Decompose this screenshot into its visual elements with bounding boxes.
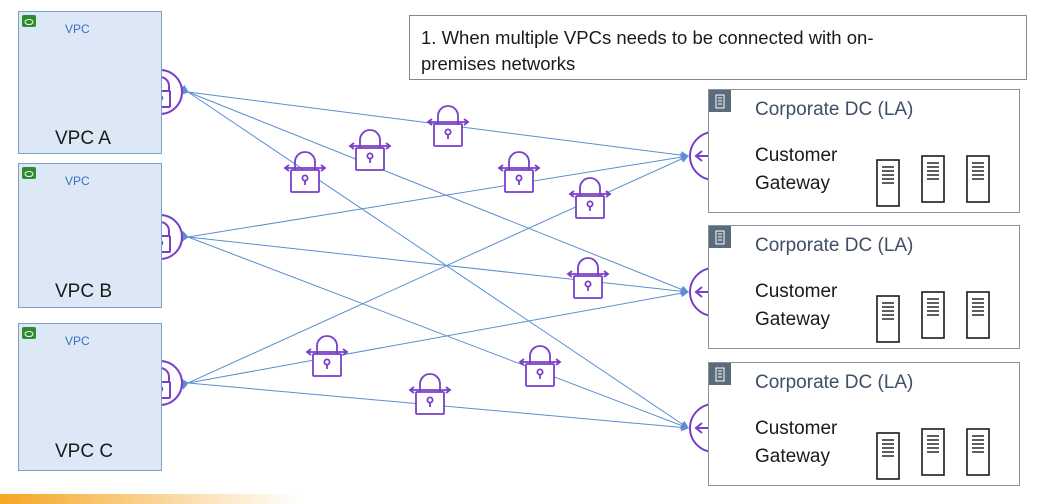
vpc-tag: VPC (65, 174, 90, 188)
vpc-name: VPC B (55, 281, 113, 302)
vpc-a-box: VPC VPC A (18, 11, 162, 154)
vpn-connection-icon (568, 177, 612, 219)
dc-title: Corporate DC (LA) (755, 235, 914, 256)
building-icon (709, 363, 731, 385)
customer-gateway-label: Customer Gateway (755, 278, 837, 334)
cloud-icon (22, 167, 36, 179)
dc-title: Corporate DC (LA) (755, 99, 914, 120)
callout-line-2: premises networks (421, 53, 576, 74)
customer-gateway-label: Customer Gateway (755, 142, 837, 198)
vpn-connection-icon (426, 105, 470, 147)
vpn-connection-icon (497, 151, 541, 193)
customer-gateway-label: Customer Gateway (755, 415, 837, 471)
vpn-connection-icon (518, 345, 562, 387)
gateway-label-line-2: Gateway (755, 309, 830, 330)
cloud-icon (22, 15, 36, 27)
connection-line (179, 155, 689, 390)
vpc-name: VPC A (55, 128, 111, 149)
gateway-label-line-1: Customer (755, 145, 838, 166)
server-icons (876, 291, 990, 343)
gateway-label-line-1: Customer (755, 281, 838, 302)
vpc-tag: VPC (65, 334, 90, 348)
corporate-dc-box: Corporate DC (LA) Customer Gateway (708, 89, 1020, 213)
vpn-connection-icon (283, 151, 327, 193)
vpc-tag: VPC (65, 22, 90, 36)
connection-line (180, 289, 689, 389)
server-icons (876, 155, 990, 207)
callout-note: 1. When multiple VPCs needs to be connec… (409, 15, 1027, 80)
building-icon (709, 226, 731, 248)
gateway-label-line-1: Customer (755, 418, 838, 439)
vpc-name: VPC C (55, 441, 114, 462)
vpn-connection-icon (566, 257, 610, 299)
vpc-b-box: VPC VPC B (18, 163, 162, 308)
gateway-label-line-2: Gateway (755, 446, 830, 467)
cloud-icon (22, 327, 36, 339)
footer-accent-bar (0, 494, 300, 504)
vpn-connection-icon (305, 335, 349, 377)
vpn-connection-icon (408, 373, 452, 415)
dc-title: Corporate DC (LA) (755, 372, 914, 393)
gateway-label-line-2: Gateway (755, 173, 830, 194)
vpn-connection-icon (348, 129, 392, 171)
building-icon (709, 90, 731, 112)
connection-line (180, 153, 689, 243)
server-icons (876, 428, 990, 480)
vpc-c-box: VPC VPC C (18, 323, 162, 471)
corporate-dc-box: Corporate DC (LA) Customer Gateway (708, 362, 1020, 486)
callout-line-1: 1. When multiple VPCs needs to be connec… (421, 27, 874, 48)
corporate-dc-box: Corporate DC (LA) Customer Gateway (708, 225, 1020, 349)
connection-line (180, 232, 689, 296)
